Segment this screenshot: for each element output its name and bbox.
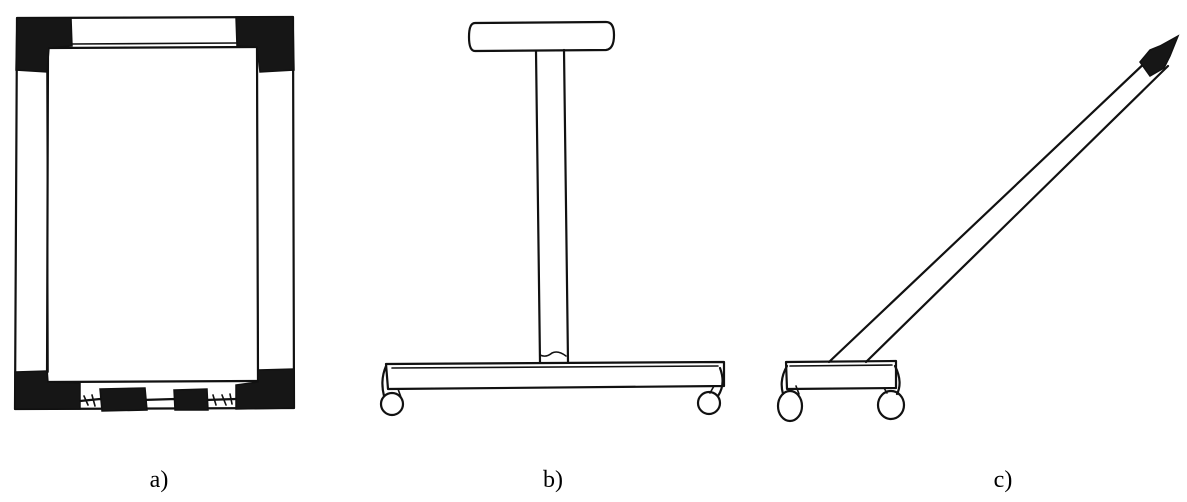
chain-block-2 [173, 388, 209, 411]
stand-c-caster-right-fork [883, 387, 888, 394]
stand-b-caster-left-leg [381, 364, 388, 398]
frame-outer [13, 15, 296, 411]
sketch-b-stand [379, 20, 726, 417]
sketch-a-frame [13, 15, 296, 412]
caption-c: c) [993, 467, 1013, 493]
stand-c-pole [827, 56, 1170, 364]
stand-b-post [534, 48, 570, 364]
stand-c-base-bar [784, 359, 898, 391]
chain-block-1 [99, 387, 148, 412]
frame-top-bar-edge [71, 42, 237, 45]
stand-c-pole-tip [1139, 34, 1180, 77]
stand-c-base-bar-inner [789, 364, 893, 367]
stand-b-top-plate [467, 20, 616, 53]
frame-right-bar-edge [256, 69, 259, 373]
stand-b-caster-left-fork [397, 388, 403, 401]
stand-b-caster-right-leg [716, 366, 724, 398]
stand-b-post-joint [539, 351, 567, 357]
stand-c-caster-left-wheel [776, 389, 804, 423]
caption-b: b) [543, 467, 563, 493]
stand-c-caster-left-fork [795, 385, 800, 395]
frame-bottom-chain-line [78, 397, 238, 403]
stand-b-caster-right-wheel [696, 390, 722, 416]
caption-a: a) [149, 467, 169, 493]
stand-c-caster-left-leg [780, 364, 789, 396]
stand-b-base-bar-inner [391, 365, 719, 369]
corner-block-top-left [15, 17, 73, 73]
corner-block-top-right [235, 16, 295, 73]
frame-left-bar-edge [46, 69, 49, 373]
stand-b-caster-right-fork [709, 385, 715, 394]
stand-b-caster-left-wheel [379, 391, 405, 417]
chain-ticks [83, 393, 233, 407]
sketch-c-inclined-pole [776, 34, 1180, 423]
stand-c-caster-right-wheel [876, 389, 906, 421]
corner-block-bottom-left [14, 370, 81, 410]
stand-b-base-bar [384, 360, 726, 391]
frame-inner [45, 45, 260, 384]
corner-block-bottom-right [235, 368, 295, 410]
